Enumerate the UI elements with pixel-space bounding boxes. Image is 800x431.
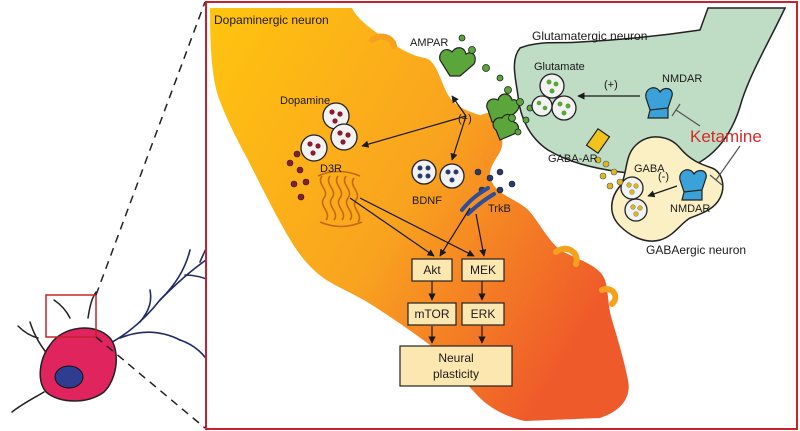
label-gabaergic-neuron: GABAergic neuron [646, 243, 746, 257]
label-dopaminergic-neuron: Dopaminergic neuron [214, 13, 329, 27]
zoom-line-bottom [95, 336, 206, 429]
plasticity-label-line2: plasticity [433, 367, 479, 381]
label-gaba-ar: GABA-AR [548, 153, 598, 165]
label-d3r: D3R [320, 163, 342, 175]
glutamate-particles-outside [458, 34, 534, 136]
ampar-receptors [439, 47, 520, 141]
label-bdnf: BDNF [412, 195, 442, 207]
plasticity-box [399, 345, 513, 387]
mek-box [461, 258, 505, 282]
gaba-particles-outside [594, 156, 624, 190]
zoom-line-top [95, 1, 206, 296]
glutamate-vesicles [531, 73, 577, 121]
akt-label: Akt [423, 263, 441, 277]
plasticity-label-line1: Neural [438, 351, 473, 365]
label-nmdar-glut: NMDAR [662, 73, 702, 85]
zoom-box [45, 294, 97, 338]
label-glutamatergic-neuron: Glutamatergic neuron [532, 29, 647, 43]
trkb-receptor [460, 186, 496, 216]
nmdar-glutamatergic [645, 87, 673, 119]
signaling-arrows [349, 92, 678, 344]
bdnf-vesicles [411, 159, 465, 189]
label-trkb: TrkB [488, 203, 511, 215]
nmdar-gabaergic [679, 169, 707, 201]
bdnf-particles-outside [474, 168, 516, 194]
gaba-vesicles [620, 176, 648, 222]
label-glutamate: Glutamate [534, 61, 585, 73]
d3r-receptor [317, 170, 363, 228]
pathway-boxes [399, 258, 513, 387]
axon-branches [11, 291, 97, 413]
mek-label: MEK [470, 263, 496, 277]
label-minus-gaba: (-) [658, 171, 669, 183]
erk-label: ERK [471, 307, 496, 321]
soma [39, 327, 117, 402]
mtor-box [407, 302, 457, 326]
dopamine-particles-outside [286, 150, 310, 201]
small-neuron-illustration [11, 1, 257, 429]
gaba-ar-receptor [585, 127, 611, 155]
label-ampar: AMPAR [410, 37, 448, 49]
label-plus-ampar: (+) [458, 113, 472, 125]
mtor-label: mTOR [414, 307, 449, 321]
akt-box [411, 258, 453, 282]
nucleus [54, 365, 84, 389]
label-nmdar-gaba: NMDAR [670, 203, 710, 215]
erk-box [461, 302, 505, 326]
label-dopamine: Dopamine [280, 95, 330, 107]
label-gaba: GABA [634, 163, 665, 175]
dopaminergic-neuron-body [210, 8, 629, 421]
label-ketamine: Ketamine [690, 127, 762, 146]
label-plus-glut: (+) [604, 79, 618, 91]
dopamine-vesicles [300, 102, 358, 162]
ketamine-inhibition [671, 103, 741, 186]
